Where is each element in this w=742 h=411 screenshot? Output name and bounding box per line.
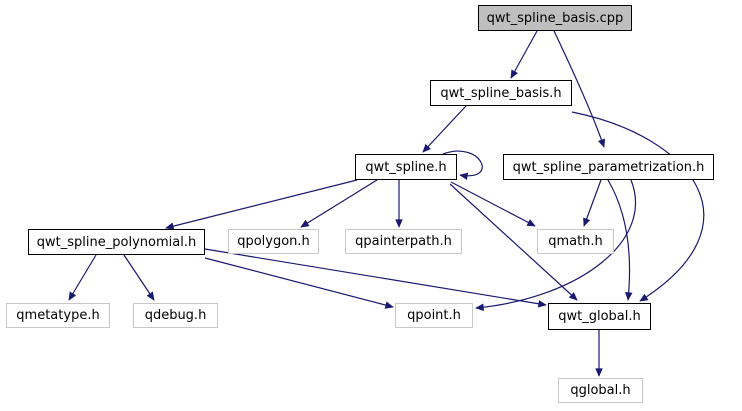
edge-qwt_spline_h-qpolygon_h xyxy=(300,179,378,228)
node-label: qdebug.h xyxy=(144,308,207,323)
edge-qwt_spline_parametrization_h-qwt_global_h xyxy=(607,179,633,301)
node-label: qglobal.h xyxy=(570,383,631,398)
node-qpolygon_h: qpolygon.h xyxy=(228,229,319,254)
node-qwt_global_h[interactable]: qwt_global.h xyxy=(548,303,651,330)
edge-qwt_spline_h-qwt_global_h xyxy=(449,183,578,301)
edge-qwt_spline_h-qwt_spline_polynomial_h xyxy=(165,179,358,230)
edge-qwt_spline_h-qwt_spline_h xyxy=(442,150,483,180)
node-label: qwt_spline_parametrization.h xyxy=(512,159,705,175)
node-qwt_spline_parametrization_h[interactable]: qwt_spline_parametrization.h xyxy=(503,154,714,180)
node-label: qwt_spline.h xyxy=(365,159,447,175)
node-qglobal_h: qglobal.h xyxy=(558,378,643,403)
node-label: qpolygon.h xyxy=(237,234,310,249)
edge-qwt_spline_polynomial_h-qmetatype_h xyxy=(68,254,97,301)
node-qpoint_h: qpoint.h xyxy=(395,303,473,328)
node-qdebug_h: qdebug.h xyxy=(133,303,218,328)
edge-qwt_spline_parametrization_h-qpoint_h xyxy=(475,179,637,311)
node-qmath_h: qmath.h xyxy=(537,229,614,254)
edge-qwt_spline_basis_cpp-qwt_spline_parametrization_h xyxy=(553,30,606,148)
edge-qwt_spline_polynomial_h-qwt_global_h xyxy=(204,248,547,308)
edge-qwt_spline_polynomial_h-qpoint_h xyxy=(204,257,394,309)
node-label: qmetatype.h xyxy=(16,308,100,323)
node-label: qwt_spline_basis.cpp xyxy=(486,10,624,26)
edge-qwt_spline_polynomial_h-qdebug_h xyxy=(123,254,155,301)
edge-qwt_spline_h-qmath_h xyxy=(450,181,536,227)
edge-qwt_spline_basis_h-qwt_global_h xyxy=(571,111,705,302)
edge-qwt_spline_basis_h-qwt_spline_h xyxy=(422,105,467,153)
node-label: qpainterpath.h xyxy=(355,234,452,249)
node-qmetatype_h: qmetatype.h xyxy=(6,303,110,328)
node-qwt_spline_basis_h[interactable]: qwt_spline_basis.h xyxy=(430,80,572,106)
edge-qwt_spline_basis_cpp-qwt_spline_basis_h xyxy=(510,30,538,79)
node-label: qwt_spline_polynomial.h xyxy=(36,234,197,250)
node-label: qwt_global.h xyxy=(558,309,641,324)
node-label: qpoint.h xyxy=(407,308,461,323)
node-qpainterpath_h: qpainterpath.h xyxy=(345,229,462,254)
edge-qwt_spline_parametrization_h-qmath_h xyxy=(583,179,602,227)
node-qwt_spline_h[interactable]: qwt_spline.h xyxy=(355,154,457,180)
node-qwt_spline_basis_cpp: qwt_spline_basis.cpp xyxy=(478,5,632,31)
node-qwt_spline_polynomial_h[interactable]: qwt_spline_polynomial.h xyxy=(28,229,205,255)
node-label: qmath.h xyxy=(548,234,603,249)
node-label: qwt_spline_basis.h xyxy=(440,85,562,101)
